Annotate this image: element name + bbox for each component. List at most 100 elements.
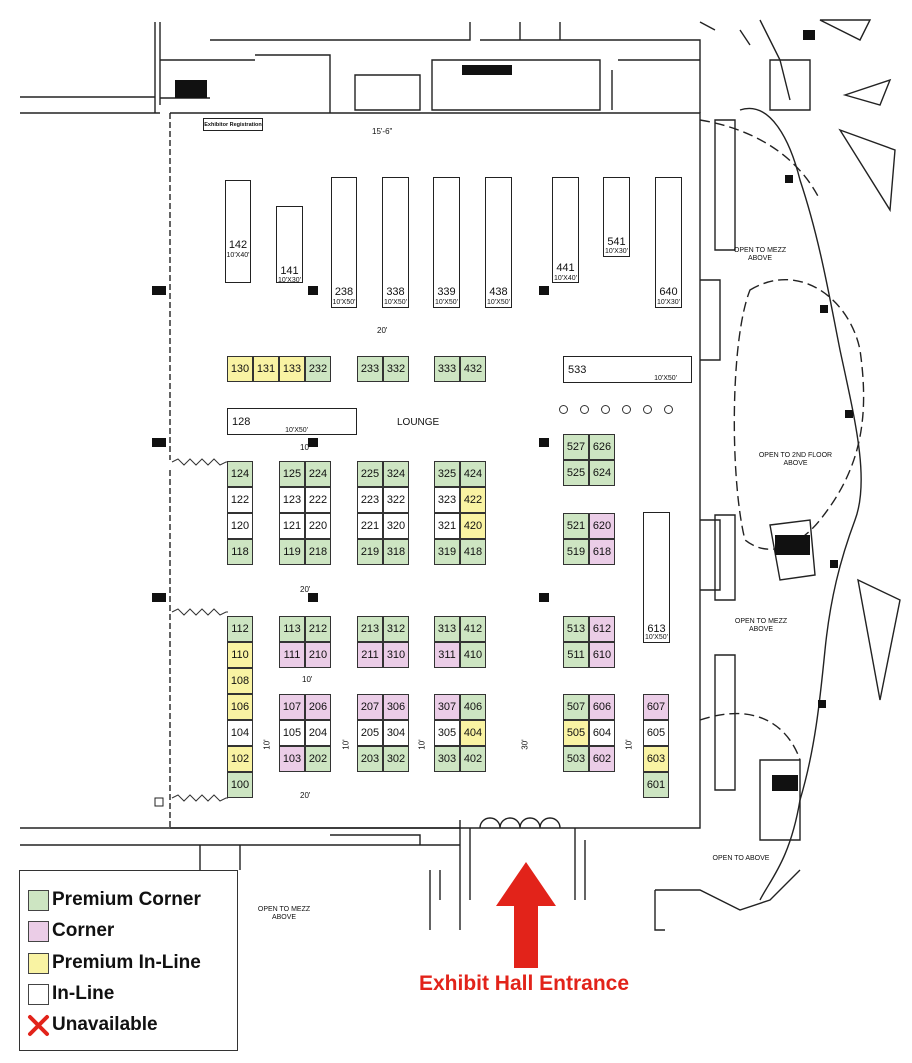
booth-313[interactable]: 313: [434, 616, 460, 642]
booth-106[interactable]: 106: [227, 694, 253, 720]
booth-205[interactable]: 205: [357, 720, 383, 746]
booth-100[interactable]: 100: [227, 772, 253, 798]
booth-323[interactable]: 323: [434, 487, 460, 513]
booth-232[interactable]: 232: [305, 356, 331, 382]
booth-221[interactable]: 221: [357, 513, 383, 539]
booth-324[interactable]: 324: [383, 461, 409, 487]
booth-113[interactable]: 113: [279, 616, 305, 642]
booth-211[interactable]: 211: [357, 642, 383, 668]
booth-404[interactable]: 404: [460, 720, 486, 746]
booth-212[interactable]: 212: [305, 616, 331, 642]
booth-519[interactable]: 519: [563, 539, 589, 565]
booth-133[interactable]: 133: [279, 356, 305, 382]
booth-303[interactable]: 303: [434, 746, 460, 772]
booth-332[interactable]: 332: [383, 356, 409, 382]
booth-305[interactable]: 305: [434, 720, 460, 746]
booth-105[interactable]: 105: [279, 720, 305, 746]
booth-322[interactable]: 322: [383, 487, 409, 513]
booth-210[interactable]: 210: [305, 642, 331, 668]
booth-507[interactable]: 507: [563, 694, 589, 720]
booth-233[interactable]: 233: [357, 356, 383, 382]
booth-312[interactable]: 312: [383, 616, 409, 642]
booth-333[interactable]: 333: [434, 356, 460, 382]
booth-307[interactable]: 307: [434, 694, 460, 720]
booth-202[interactable]: 202: [305, 746, 331, 772]
booth-120[interactable]: 120: [227, 513, 253, 539]
booth-604[interactable]: 604: [589, 720, 615, 746]
booth-527[interactable]: 527: [563, 434, 589, 460]
booth-406[interactable]: 406: [460, 694, 486, 720]
booth-410[interactable]: 410: [460, 642, 486, 668]
booth-601[interactable]: 601: [643, 772, 669, 798]
booth-220[interactable]: 220: [305, 513, 331, 539]
booth-320[interactable]: 320: [383, 513, 409, 539]
booth-204[interactable]: 204: [305, 720, 331, 746]
booth-412[interactable]: 412: [460, 616, 486, 642]
booth-612[interactable]: 612: [589, 616, 615, 642]
booth-130[interactable]: 130: [227, 356, 253, 382]
booth-432[interactable]: 432: [460, 356, 486, 382]
booth-620[interactable]: 620: [589, 513, 615, 539]
booth-321[interactable]: 321: [434, 513, 460, 539]
booth-119[interactable]: 119: [279, 539, 305, 565]
booth-325[interactable]: 325: [434, 461, 460, 487]
booth-131[interactable]: 131: [253, 356, 279, 382]
booth-310[interactable]: 310: [383, 642, 409, 668]
booth-102[interactable]: 102: [227, 746, 253, 772]
booth-420[interactable]: 420: [460, 513, 486, 539]
booth-521[interactable]: 521: [563, 513, 589, 539]
booth-225[interactable]: 225: [357, 461, 383, 487]
booth-125[interactable]: 125: [279, 461, 305, 487]
booth-513[interactable]: 513: [563, 616, 589, 642]
booth-218[interactable]: 218: [305, 539, 331, 565]
booth-123[interactable]: 123: [279, 487, 305, 513]
booth-505[interactable]: 505: [563, 720, 589, 746]
booth-107[interactable]: 107: [279, 694, 305, 720]
booth-112[interactable]: 112: [227, 616, 253, 642]
booth-213[interactable]: 213: [357, 616, 383, 642]
booth-110[interactable]: 110: [227, 642, 253, 668]
booth-121[interactable]: 121: [279, 513, 305, 539]
booth-222[interactable]: 222: [305, 487, 331, 513]
booth-219[interactable]: 219: [357, 539, 383, 565]
booth-206[interactable]: 206: [305, 694, 331, 720]
booth-103[interactable]: 103: [279, 746, 305, 772]
booth-122[interactable]: 122: [227, 487, 253, 513]
booth-603[interactable]: 603: [643, 746, 669, 772]
booth-104[interactable]: 104: [227, 720, 253, 746]
booth-302[interactable]: 302: [383, 746, 409, 772]
booth-605[interactable]: 605: [643, 720, 669, 746]
booth-118[interactable]: 118: [227, 539, 253, 565]
booth-311[interactable]: 311: [434, 642, 460, 668]
booth-207[interactable]: 207: [357, 694, 383, 720]
booth-224[interactable]: 224: [305, 461, 331, 487]
booth-418[interactable]: 418: [460, 539, 486, 565]
booth-318[interactable]: 318: [383, 539, 409, 565]
booth-602[interactable]: 602: [589, 746, 615, 772]
booth-304[interactable]: 304: [383, 720, 409, 746]
booth-108[interactable]: 108: [227, 668, 253, 694]
booth-606[interactable]: 606: [589, 694, 615, 720]
booth-610[interactable]: 610: [589, 642, 615, 668]
booth-306[interactable]: 306: [383, 694, 409, 720]
booth-624[interactable]: 624: [589, 460, 615, 486]
booth-203[interactable]: 203: [357, 746, 383, 772]
booth-402[interactable]: 402: [460, 746, 486, 772]
booth-223[interactable]: 223: [357, 487, 383, 513]
booth-618[interactable]: 618: [589, 539, 615, 565]
booth-511[interactable]: 511: [563, 642, 589, 668]
booth-111[interactable]: 111: [279, 642, 305, 668]
booth-607[interactable]: 607: [643, 694, 669, 720]
